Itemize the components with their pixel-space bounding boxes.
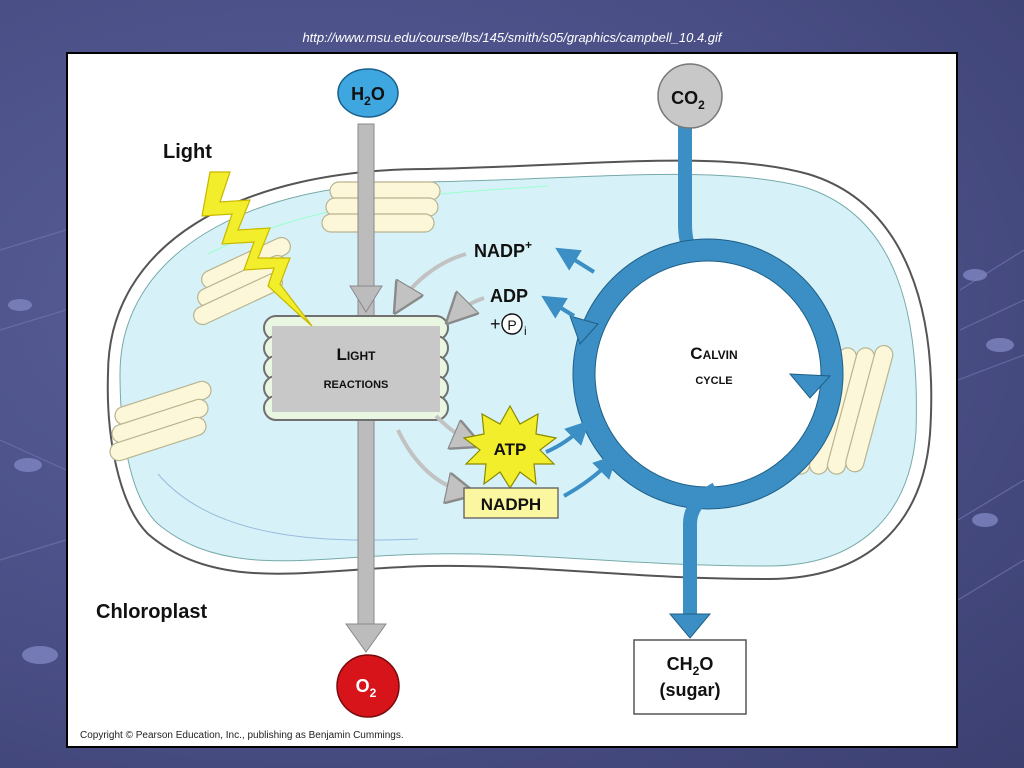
nadph-box	[463, 487, 559, 519]
calvin-to-adp-arrow	[541, 295, 576, 319]
calvin-cycle-label-line1: Calvin	[690, 344, 737, 363]
inner-membrane-line	[157, 473, 419, 541]
diagram-frame: Light reactions Light H2O O2 CO2 Calvin …	[66, 52, 958, 748]
calvin-ring-arrowhead-left	[569, 315, 599, 345]
sugar-output-box	[633, 639, 747, 715]
nadp-to-light-arrow	[400, 252, 467, 304]
sugar-output-arrow	[683, 482, 720, 614]
co2-label: CO2	[671, 88, 705, 112]
chloroplast-label: Chloroplast	[96, 601, 207, 623]
oxygen-molecule-icon	[336, 654, 400, 718]
light-bolt-icon	[201, 171, 313, 327]
light-reactions-stack	[263, 315, 449, 421]
calvin-cycle-label-line2: cycle	[695, 371, 732, 388]
calvin-ring-arrowhead-right	[788, 373, 832, 399]
thylakoid-stack-left-lower	[109, 380, 212, 462]
co2-molecule-icon	[657, 63, 723, 129]
water-molecule-icon	[337, 68, 399, 118]
light-label: Light	[163, 141, 212, 163]
sugar-formula-label: CH2O	[667, 654, 714, 678]
adp-to-light-arrow	[454, 298, 485, 316]
light-reactions-label-line2: reactions	[324, 375, 389, 392]
phosphate-plus: +	[490, 314, 501, 334]
oxygen-label: O2	[356, 676, 377, 700]
atp-label: ATP	[494, 440, 527, 459]
copyright-notice: Copyright © Pearson Education, Inc., pub…	[80, 730, 404, 741]
light-reactions-label-line1: Light	[336, 345, 376, 364]
nadph-to-calvin-arrow	[563, 454, 618, 498]
light-to-nadph-arrow	[396, 429, 466, 492]
nadph-label: NADPH	[481, 495, 541, 514]
sugar-output-arrowhead	[668, 613, 712, 639]
water-label: H2O	[351, 84, 385, 108]
oxygen-arrow-head	[345, 623, 387, 653]
source-url: http://www.msu.edu/course/lbs/145/smith/…	[302, 30, 722, 45]
phosphate-icon	[501, 313, 523, 335]
water-arrow-head	[349, 285, 383, 313]
nadp-label: NADP+	[474, 238, 532, 261]
calvin-cycle-outer-edge	[572, 238, 844, 510]
sugar-word-label: (sugar)	[659, 680, 720, 700]
photosynthesis-diagram: Light reactions Light H2O O2 CO2 Calvin …	[80, 63, 933, 741]
atp-to-calvin-arrow	[545, 420, 590, 454]
calvin-to-nadp-arrow	[555, 247, 596, 274]
phosphate-letter: P	[507, 317, 516, 333]
phosphate-subscript: i	[524, 324, 527, 338]
adp-label: ADP	[490, 286, 528, 306]
thylakoid-stack-upper	[321, 181, 441, 233]
